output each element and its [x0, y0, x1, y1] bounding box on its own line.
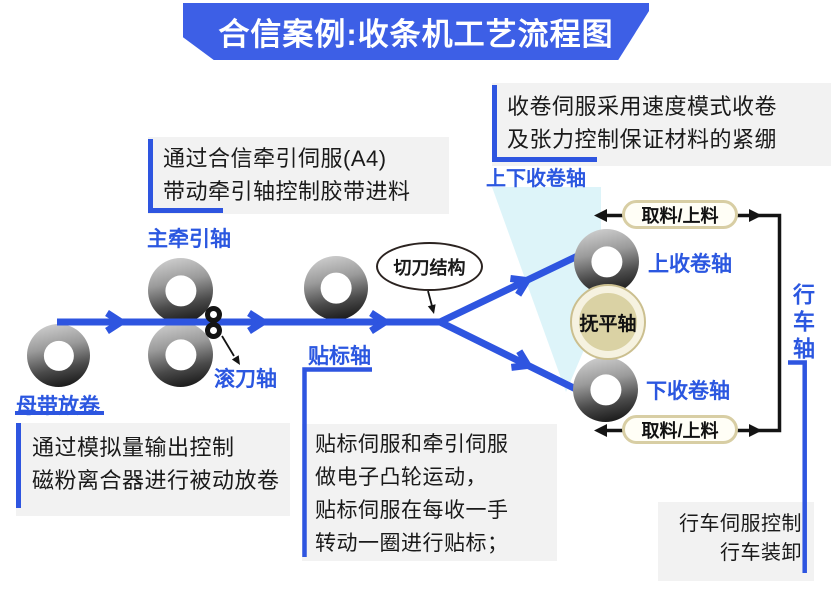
branch-upper-arrow-icon [509, 275, 533, 297]
pickup-upper-right-arrow-icon [749, 209, 762, 222]
note-labeling-line3: 贴标伺服在每收一手 [315, 499, 509, 522]
note-unwind: 通过模拟量输出控制 磁粉离合器进行被动放卷 [16, 423, 290, 516]
pickup-upper-left-arrow-icon [594, 209, 607, 222]
label-lower-winding-axis: 下收卷轴 [646, 380, 730, 403]
roller-unwind [27, 324, 90, 387]
note-crane-line1: 行车伺服控制 [679, 513, 802, 535]
note-traction-line2: 带动牵引轴控制胶带进料 [163, 179, 411, 204]
note-winding-line2: 及张力控制保证材料的紧绷 [507, 127, 778, 152]
note-winding: 收卷伺服采用速度模式收卷 及张力控制保证材料的紧绷 [492, 83, 831, 166]
note-unwind-line2: 磁粉离合器进行被动放卷 [32, 468, 280, 493]
bracket-labeling-note [302, 367, 372, 557]
pickup-lower-left-arrow-icon [594, 424, 607, 437]
label-main-traction-axis: 主牵引轴 [147, 228, 231, 251]
label-upper-lower-winding-axis: 上下收卷轴 [486, 168, 586, 190]
bracket-winding-note [492, 85, 597, 162]
label-upper-winding-axis: 上收卷轴 [648, 253, 732, 276]
note-unwind-line1: 通过模拟量输出控制 [32, 435, 235, 460]
cutter-structure-label: 切刀结构 [393, 257, 466, 278]
pickup-upper-pill: 取料/上料 [622, 200, 738, 229]
branch-lower-arrow-icon [510, 349, 534, 371]
smoothing-axis-badge: 抚平轴 [570, 284, 646, 360]
knife-roller-lower [205, 322, 222, 339]
pickup-lower-label: 取料/上料 [641, 420, 719, 441]
title-banner: 合信案例:收条机工艺流程图 [183, 3, 649, 60]
bracket-crane-note [788, 360, 807, 573]
pickup-lower-right-arrow-icon [749, 424, 762, 437]
bracket-traction-note [148, 139, 223, 213]
note-labeling-line1: 贴标伺服和牵引伺服 [315, 433, 509, 456]
cutter-pointer-arrow-icon [427, 304, 436, 314]
note-labeling-line4: 转动一圈进行贴标； [315, 532, 509, 555]
smoothing-axis-core [579, 293, 637, 351]
branch-upper-line [438, 247, 590, 326]
smoothing-axis-label: 抚平轴 [579, 313, 637, 335]
roller-windup-upper [574, 229, 639, 294]
note-crane-line2: 行车装卸 [720, 542, 802, 564]
label-mother-tape-unwind: 母带放卷 [16, 395, 100, 418]
note-traction: 通过合信牵引伺服(A4) 带动牵引轴控制胶带进料 [148, 137, 449, 214]
note-traction-line1: 通过合信牵引伺服(A4) [163, 146, 387, 171]
knife-pointer-arrow-icon [231, 355, 240, 365]
page-title: 合信案例:收条机工艺流程图 [218, 17, 614, 52]
cutter-pointer-line [427, 290, 433, 307]
label-crane-axis: 行车轴 [790, 283, 815, 364]
cutter-structure-callout: 切刀结构 [376, 242, 483, 291]
note-winding-line1: 收卷伺服采用速度模式收卷 [507, 94, 778, 119]
roller-windup-lower [573, 357, 638, 422]
crane-path-line [737, 213, 782, 433]
roller-labeling [304, 256, 368, 320]
note-crane: 行车伺服控制 行车装卸 [658, 502, 814, 581]
knife-roller-upper [205, 306, 222, 323]
roller-traction-lower [148, 322, 213, 387]
roller-traction-upper [148, 258, 213, 323]
tape-arrow-2-icon [247, 310, 270, 334]
branch-lower-line [438, 318, 596, 402]
tape-arrow-3-icon [369, 310, 392, 334]
pickup-lower-pill: 取料/上料 [622, 415, 738, 444]
label-labeling-axis: 贴标轴 [308, 345, 371, 368]
tape-arrow-1-icon [105, 310, 128, 334]
knife-pointer-line [221, 335, 235, 357]
label-roller-knife-axis: 滚刀轴 [214, 368, 277, 391]
note-labeling-line2: 做电子凸轮运动， [315, 466, 487, 489]
pickup-upper-label: 取料/上料 [641, 205, 719, 226]
note-labeling: 贴标伺服和牵引伺服 做电子凸轮运动， 贴标伺服在每收一手 转动一圈进行贴标； [302, 424, 557, 561]
winding-highlight-fan [492, 187, 601, 392]
